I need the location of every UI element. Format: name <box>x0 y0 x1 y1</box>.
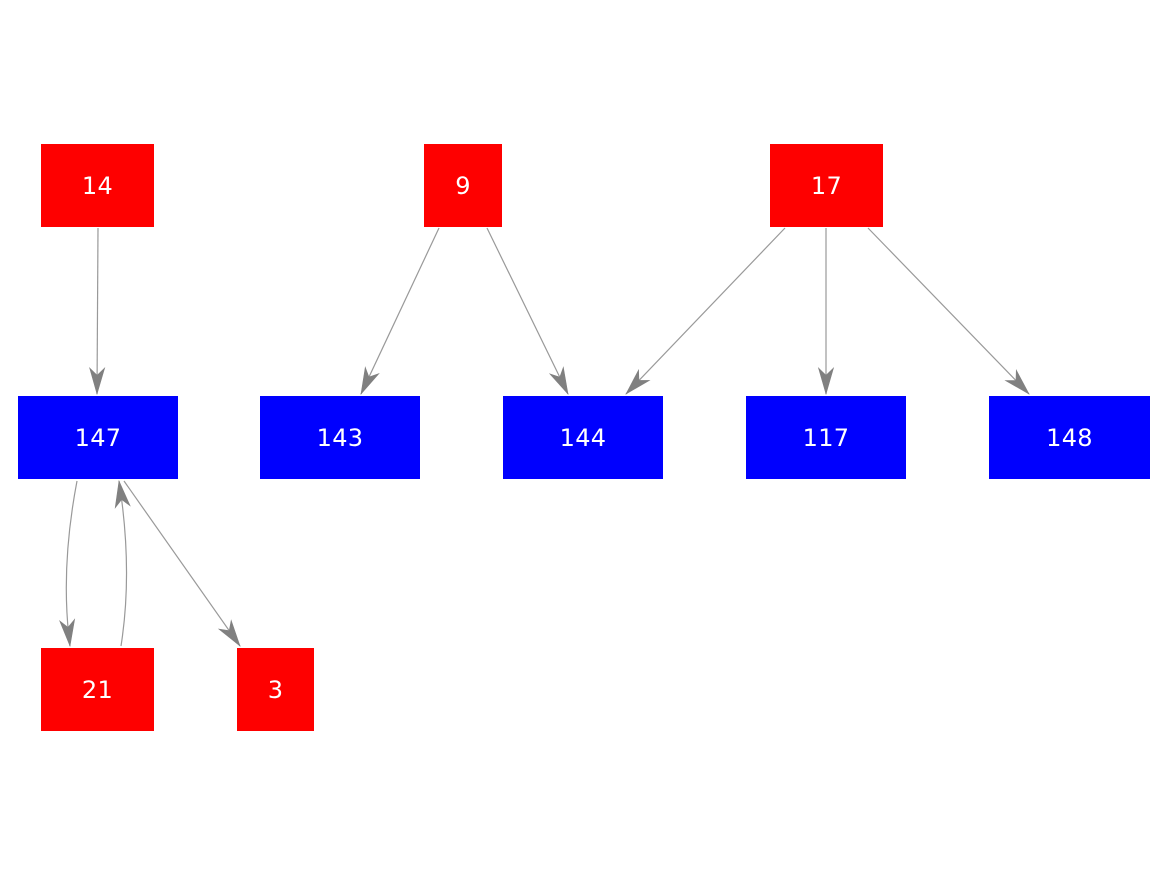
edge-14-to-147[interactable] <box>89 227 106 396</box>
edge-line <box>65 480 78 647</box>
node-label: 117 <box>802 423 850 452</box>
edge-9-to-143[interactable] <box>360 227 440 395</box>
graph-node-9[interactable]: 9 <box>424 144 502 227</box>
edge-17-to-148[interactable] <box>867 227 1030 395</box>
node-label: 3 <box>267 675 284 704</box>
graph-node-144[interactable]: 144 <box>503 396 663 479</box>
graph-node-148[interactable]: 148 <box>989 396 1150 479</box>
edge-line <box>360 227 440 395</box>
node-label: 17 <box>810 171 843 200</box>
edge-17-to-144[interactable] <box>625 227 786 395</box>
edge-21-to-147[interactable] <box>114 479 131 647</box>
node-label: 148 <box>1046 423 1093 452</box>
graph-node-21[interactable]: 21 <box>41 648 154 731</box>
edge-line <box>123 480 241 647</box>
node-label: 14 <box>81 171 114 200</box>
graph-node-143[interactable]: 143 <box>260 396 420 479</box>
edge-9-to-144[interactable] <box>486 227 569 395</box>
arrow-head-icon <box>548 366 569 395</box>
arrow-head-icon <box>89 366 106 396</box>
graph-node-17[interactable]: 17 <box>770 144 883 227</box>
arrow-head-icon <box>114 479 131 509</box>
node-label: 147 <box>74 423 122 452</box>
edge-line <box>486 227 569 395</box>
edge-147-to-21[interactable] <box>59 480 78 648</box>
edge-line <box>96 227 99 395</box>
edge-line <box>867 227 1030 395</box>
edge-line <box>118 480 128 647</box>
edge-line <box>625 227 786 395</box>
edge-17-to-117[interactable] <box>817 228 835 396</box>
node-label: 144 <box>559 423 607 452</box>
node-label: 9 <box>455 171 471 200</box>
arrow-head-icon <box>1004 368 1030 395</box>
edge-147-to-3[interactable] <box>123 480 241 647</box>
arrow-head-icon <box>360 366 380 395</box>
arrow-head-icon <box>217 619 241 647</box>
node-label: 143 <box>316 423 364 452</box>
graph-node-3[interactable]: 3 <box>237 648 314 731</box>
arrow-head-icon <box>817 366 835 396</box>
graph-node-14[interactable]: 14 <box>41 144 154 227</box>
graph-node-147[interactable]: 147 <box>18 396 178 479</box>
arrow-head-icon <box>625 368 651 395</box>
graph-node-117[interactable]: 117 <box>746 396 906 479</box>
node-label: 21 <box>81 675 114 704</box>
arrow-head-icon <box>59 618 76 648</box>
